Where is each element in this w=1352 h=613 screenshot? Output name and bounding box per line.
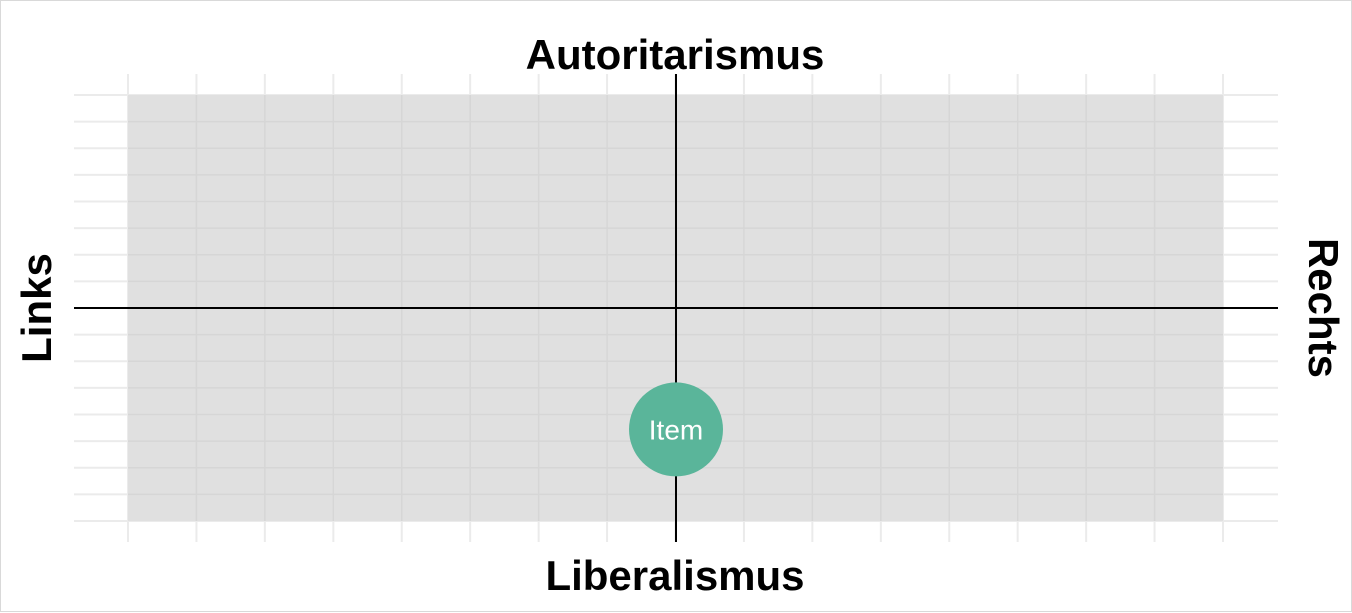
axis-label-top: Autoritarismus xyxy=(526,31,825,78)
axis-label-left: Links xyxy=(13,253,60,363)
axis-label-right: Rechts xyxy=(1300,238,1347,378)
axis-label-bottom: Liberalismus xyxy=(545,552,804,599)
points-layer: Item xyxy=(629,382,723,477)
data-point xyxy=(629,382,723,477)
data-point-label: Item xyxy=(649,414,703,445)
